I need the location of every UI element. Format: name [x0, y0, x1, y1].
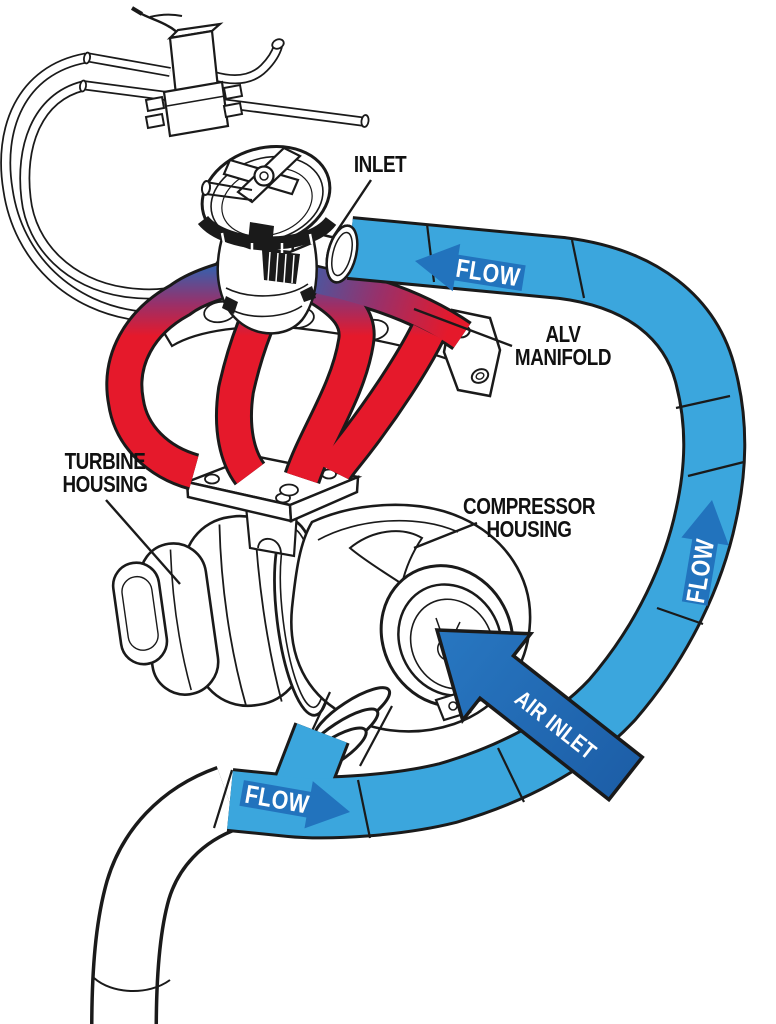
leader-compressor-housing: [413, 521, 478, 550]
label-compressor-housing: COMPRESSOR HOUSING: [463, 494, 596, 542]
leader-alv-manifold: [413, 307, 513, 348]
label-turbine-line2: HOUSING: [62, 472, 147, 497]
up-arrow-icon: [681, 500, 729, 606]
leader-inlet: [332, 179, 372, 238]
exhaust-manifold-runners: [105, 253, 472, 491]
inlet-collar: [325, 224, 359, 284]
label-turbine-housing: TURBINE HOUSING: [62, 449, 148, 497]
label-turbine-line1: TURBINE: [65, 449, 146, 474]
label-inlet: INLET: [354, 152, 407, 177]
leader-turbine-housing: [105, 499, 181, 585]
air-inlet-arrow-icon: [434, 628, 645, 803]
left-arrow-icon: [415, 243, 526, 292]
label-compressor-line2: HOUSING: [486, 517, 571, 542]
label-alv-line1: ALV: [545, 322, 580, 347]
boost-tube-loop: [212, 216, 747, 840]
label-alv-line2: MANIFOLD: [515, 345, 611, 370]
label-compressor-line1: COMPRESSOR: [463, 494, 595, 519]
boost-solenoid-drawing: [79, 6, 370, 138]
right-arrow-icon: [239, 780, 350, 829]
callouts: INLET ALV MANIFOLD TURBINE HOUSING COMPR…: [62, 152, 612, 585]
charge-pipe-white: [90, 765, 241, 1024]
label-alv-manifold: ALV MANIFOLD: [515, 322, 612, 370]
